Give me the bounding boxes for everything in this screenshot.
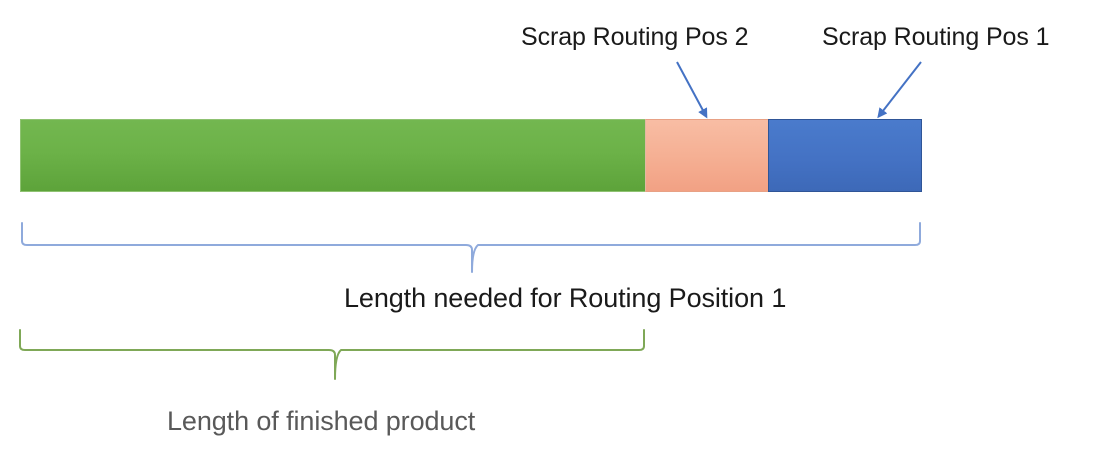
caption-length-of-finished-product: Length of finished product [167,406,476,436]
brace-path-finished-product [19,329,645,380]
arrow-to-scrap-routing-pos-1 [877,61,922,119]
brace-finished-product [19,329,645,380]
label-scrap-routing-pos-1: Scrap Routing Pos 1 [822,23,1050,51]
label-scrap-routing-pos-2: Scrap Routing Pos 2 [521,23,749,51]
arrow-to-scrap-routing-pos-2 [676,61,708,119]
brace-path-routing-position-1 [21,222,921,273]
brace-routing-position-1 [21,222,921,273]
bar-segment-scrap-routing-pos-2 [645,119,768,192]
caption-length-needed-routing-position-1: Length needed for Routing Position 1 [344,283,787,313]
bar-segment-scrap-routing-pos-1 [768,119,922,192]
bar-segment-finished-product [20,119,645,192]
material-length-bar [20,119,922,192]
